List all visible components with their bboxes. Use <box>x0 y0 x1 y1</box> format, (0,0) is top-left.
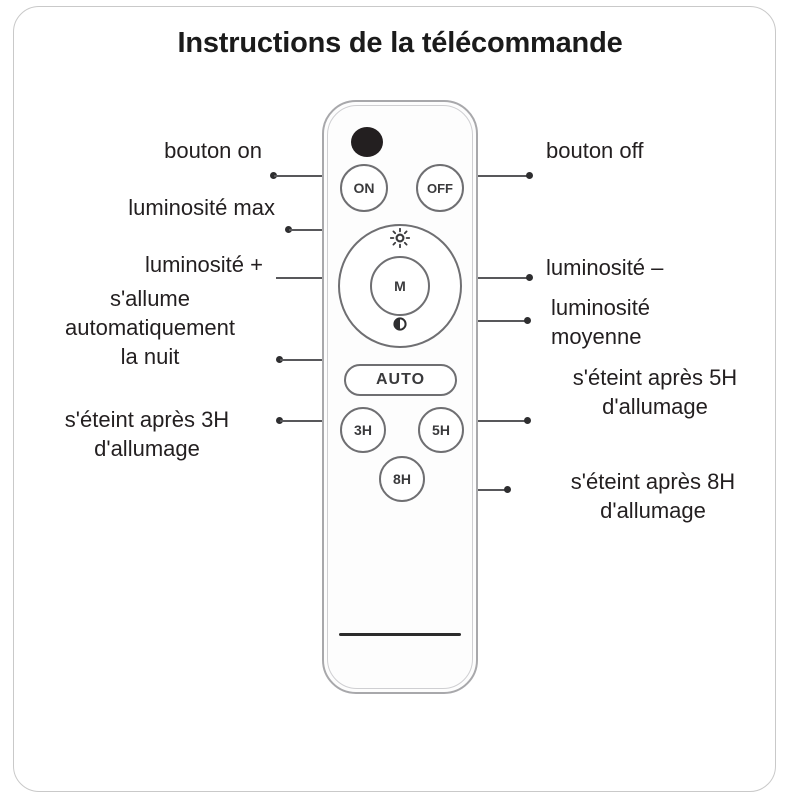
auto-button[interactable]: AUTO <box>344 364 457 396</box>
callout-label-luminosite-plus: luminosité + <box>144 252 263 277</box>
mode-button[interactable]: M <box>370 256 430 316</box>
callout-label-bouton-on: bouton on <box>164 138 262 163</box>
remote-control: ON OFF M AUTO 3H 5H 8H <box>322 100 478 694</box>
callout-label-timer-5h: s'éteint après 5H d'allumage <box>572 365 738 419</box>
leader-dot-auto-nuit <box>276 356 283 363</box>
leader-line-auto-nuit <box>280 359 352 361</box>
leader-dot-timer-3h <box>276 417 283 424</box>
leader-dot-bouton-on <box>270 172 277 179</box>
leader-dot-luminosite-max <box>285 226 292 233</box>
callout-label-auto-nuit: s'allume automatiquement la nuit <box>65 286 235 369</box>
sun-icon <box>390 228 410 248</box>
off-button[interactable]: OFF <box>416 164 464 212</box>
leader-dot-timer-5h <box>524 417 531 424</box>
leader-line-bouton-off <box>460 175 528 177</box>
half-brightness-icon <box>393 317 407 331</box>
leader-dot-bouton-off <box>526 172 533 179</box>
callout-label-luminosite-moins: luminosité – <box>546 255 664 280</box>
on-button[interactable]: ON <box>340 164 388 212</box>
leader-line-timer-3h <box>280 420 344 422</box>
leader-line-luminosite-moins <box>442 277 528 279</box>
leader-line-timer-5h <box>456 420 526 422</box>
timer-3h-button[interactable]: 3H <box>340 407 386 453</box>
callout-label-luminosite-max: luminosité max <box>128 195 275 220</box>
timer-8h-button[interactable]: 8H <box>379 456 425 502</box>
callout-label-bouton-off: bouton off <box>546 138 644 163</box>
leader-dot-luminosite-moins <box>526 274 533 281</box>
callout-label-timer-8h: s'éteint après 8H d'allumage <box>570 469 736 523</box>
timer-5h-button[interactable]: 5H <box>418 407 464 453</box>
page-title: Instructions de la télécommande <box>177 27 623 59</box>
ir-emitter-icon <box>351 127 383 157</box>
leader-line-bouton-on <box>274 175 346 177</box>
leader-dot-timer-8h <box>504 486 511 493</box>
remote-shell-inner-outline <box>327 105 473 689</box>
battery-cover-seam <box>339 633 461 636</box>
leader-dot-luminosite-moyenne <box>524 317 531 324</box>
callout-label-timer-3h: s'éteint après 3H d'allumage <box>64 407 230 461</box>
callout-label-luminosite-moyenne: luminosité moyenne <box>551 295 651 349</box>
